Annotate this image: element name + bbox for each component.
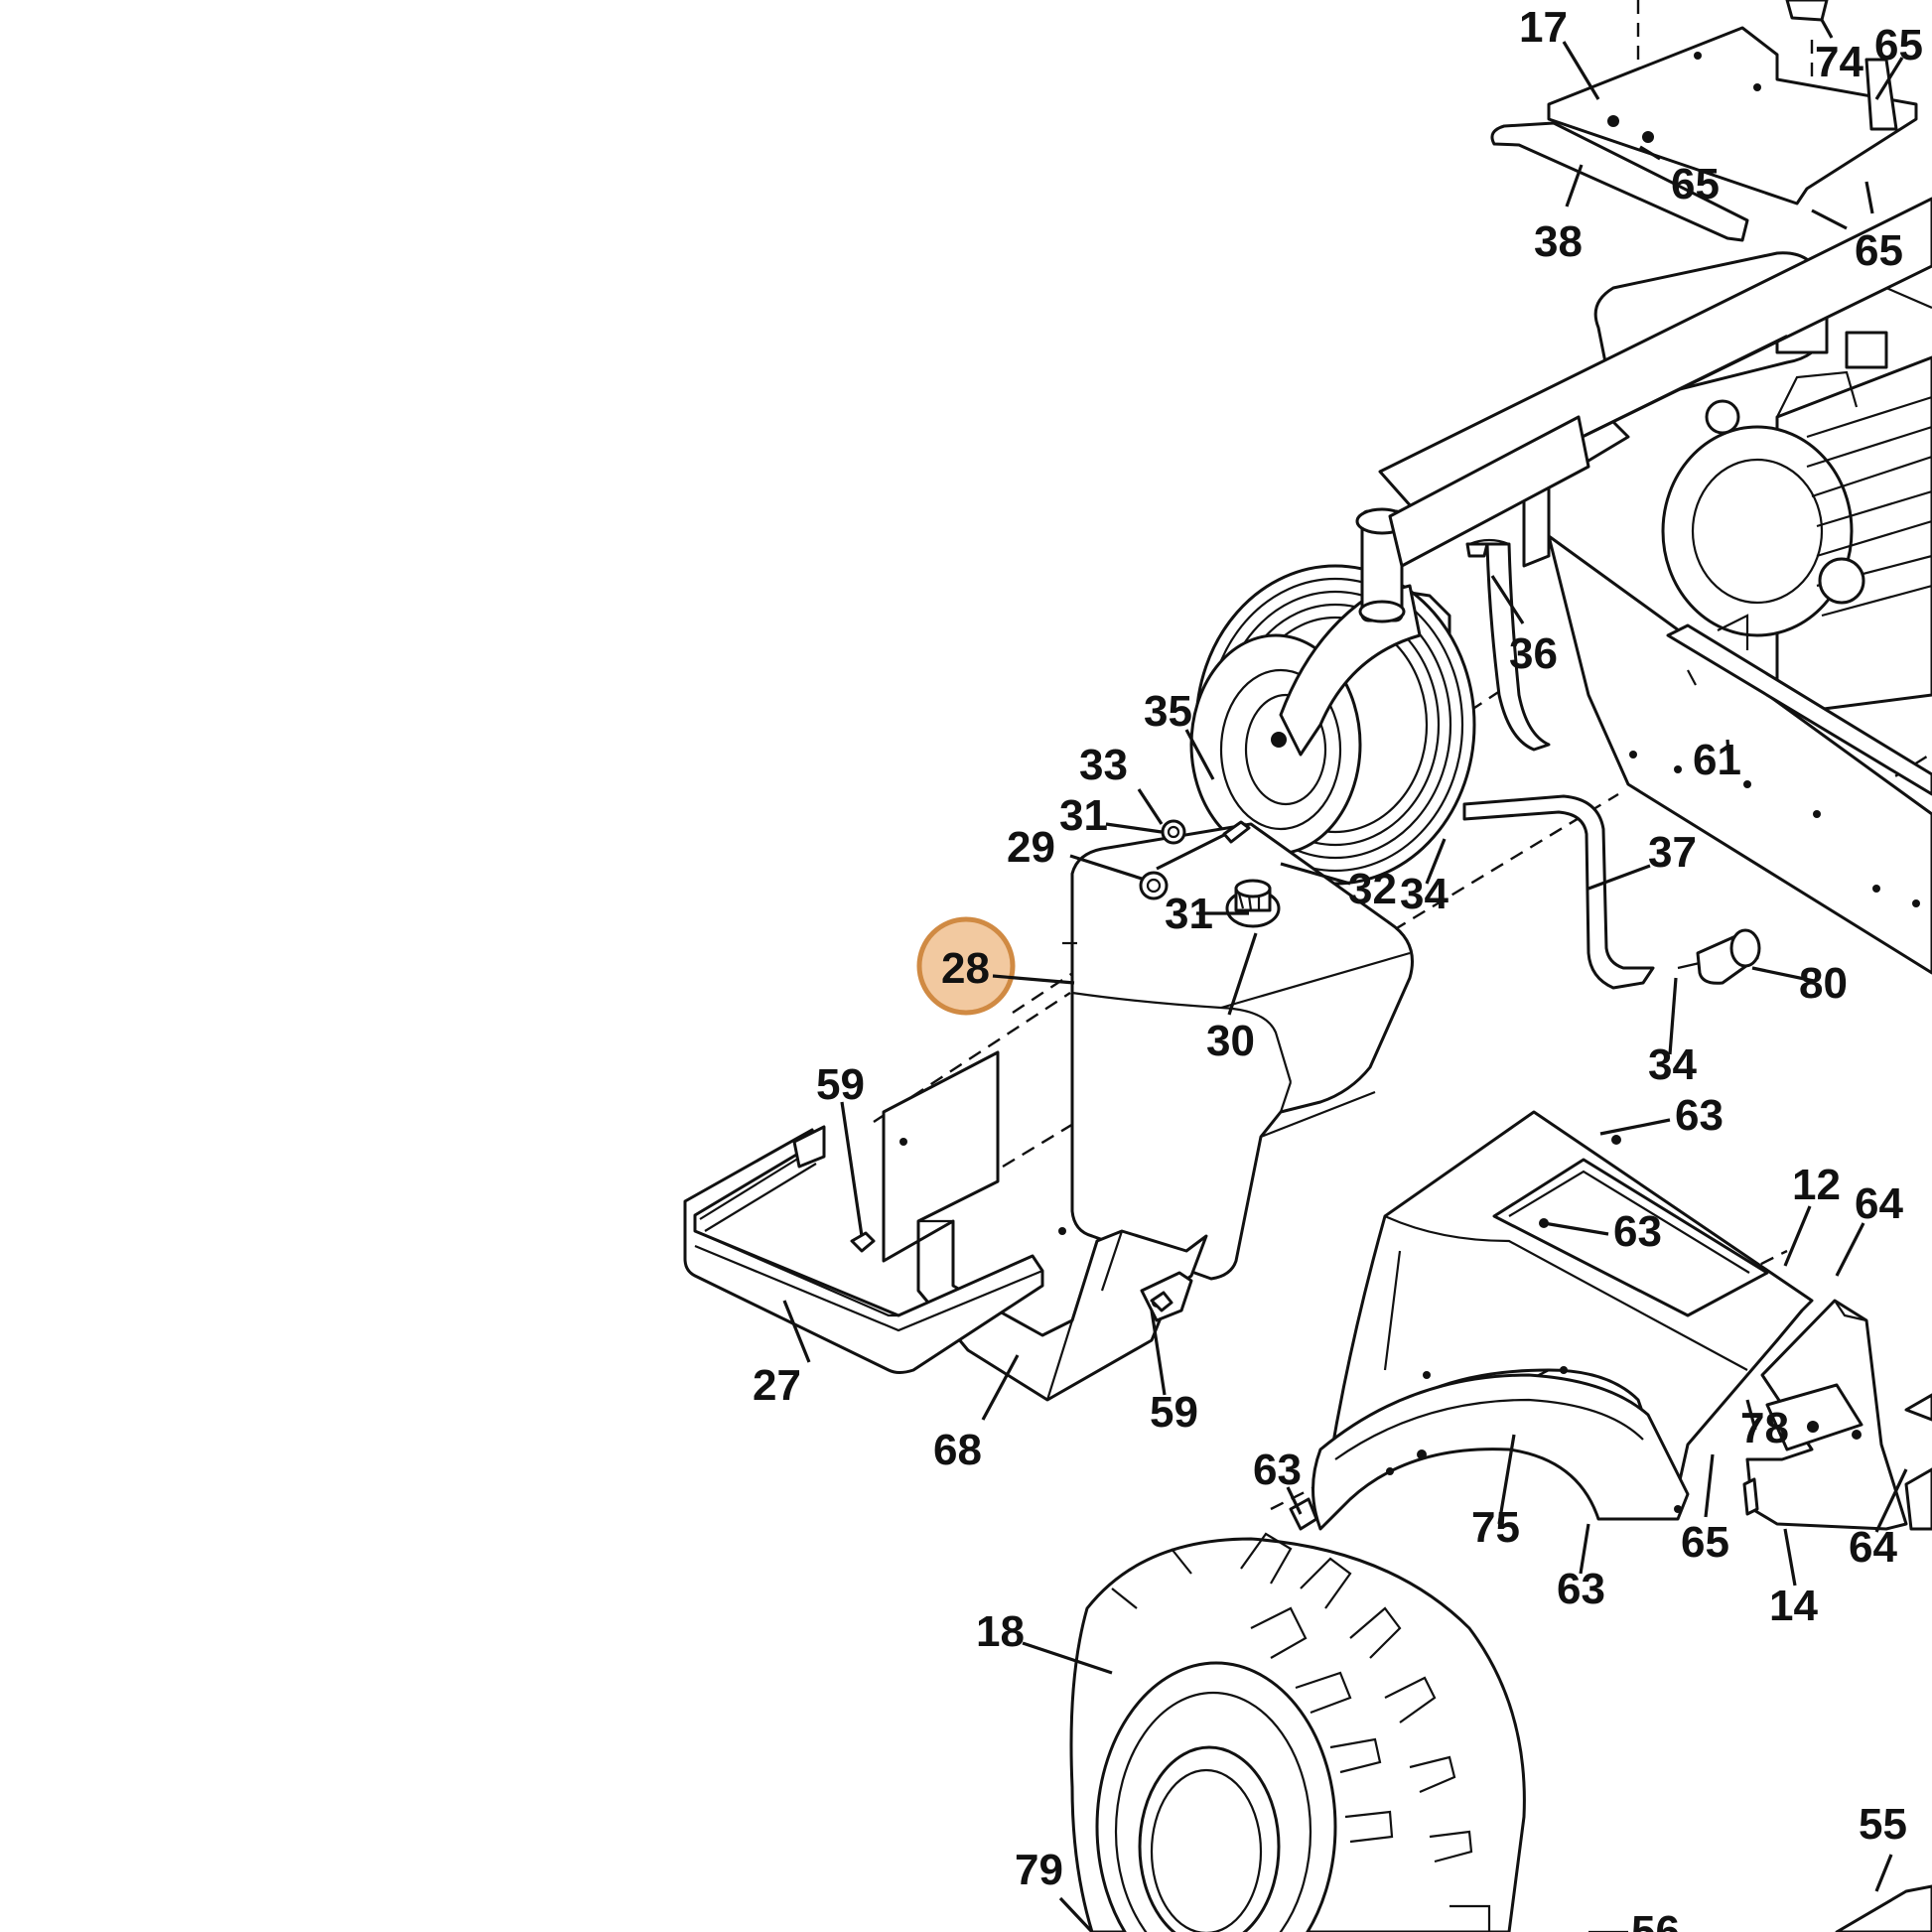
fuel-hose-37 (1462, 794, 1655, 990)
highlight-circle[interactable] (916, 916, 1016, 1016)
callout-34: 34 (1400, 870, 1449, 918)
callout-17: 17 (1519, 3, 1568, 52)
callout-28[interactable]: 28 (941, 944, 990, 993)
callout-59: 59 (816, 1060, 865, 1109)
callout-65: 65 (1855, 226, 1903, 275)
front-caster-wheel (1189, 415, 1590, 886)
callout-61: 61 (1693, 736, 1741, 784)
callout-18: 18 (976, 1607, 1025, 1656)
fuel-hose-36 (1465, 538, 1551, 752)
fuel-filter-80 (1677, 928, 1761, 985)
callout-33: 33 (1079, 741, 1128, 789)
callout-32: 32 (1348, 865, 1397, 913)
callout-56: 56 (1631, 1907, 1680, 1932)
callout-38: 38 (1534, 217, 1583, 266)
side-plate-14 (1742, 1299, 1932, 1531)
callout-68: 68 (933, 1426, 982, 1474)
leader-lines (782, 19, 1908, 1932)
fender-75 (1289, 1373, 1690, 1531)
rear-frame-55 (1588, 1884, 1932, 1932)
callout-37: 37 (1648, 828, 1697, 877)
callout-63: 63 (1675, 1091, 1724, 1140)
callout-74: 74 (1815, 38, 1863, 86)
callout-31: 31 (1165, 890, 1213, 938)
callout-79: 79 (1015, 1846, 1063, 1894)
callout-64: 64 (1849, 1523, 1897, 1572)
rear-tire-18 (1069, 1532, 1526, 1932)
callout-30: 30 (1206, 1017, 1255, 1065)
callout-65: 65 (1874, 21, 1923, 69)
callout-55: 55 (1859, 1800, 1907, 1849)
callout-27: 27 (753, 1361, 801, 1410)
callout-65: 65 (1671, 160, 1720, 208)
callout-64: 64 (1855, 1179, 1903, 1228)
callout-63: 63 (1613, 1207, 1662, 1256)
callout-34: 34 (1648, 1040, 1697, 1089)
callout-63: 63 (1253, 1446, 1302, 1494)
callout-63: 63 (1557, 1565, 1605, 1613)
callout-59: 59 (1150, 1388, 1198, 1437)
callout-14: 14 (1769, 1582, 1818, 1630)
callout-75: 75 (1471, 1503, 1520, 1552)
mounting-bar-38 (1490, 121, 1749, 242)
callout-31: 31 (1059, 791, 1108, 840)
callout-36: 36 (1509, 629, 1558, 678)
mounting-plate-17 (1547, 0, 1918, 206)
callout-labels: 17 74 65 65 65 38 36 35 33 61 31 29 32 3… (753, 3, 1923, 1932)
highlighted-callout-28[interactable]: 28 (916, 916, 1075, 1016)
callout-35: 35 (1144, 687, 1192, 736)
main-frame (1378, 197, 1932, 975)
bolt-65 (1639, 145, 1874, 230)
callout-65: 65 (1681, 1518, 1729, 1567)
front-bumper-27 (683, 1125, 1044, 1374)
callout-80: 80 (1799, 959, 1848, 1008)
callout-29: 29 (1007, 823, 1055, 872)
callout-12: 12 (1792, 1161, 1841, 1209)
callout-78: 78 (1740, 1404, 1789, 1452)
fuel-tank-28 (1062, 819, 1414, 1281)
